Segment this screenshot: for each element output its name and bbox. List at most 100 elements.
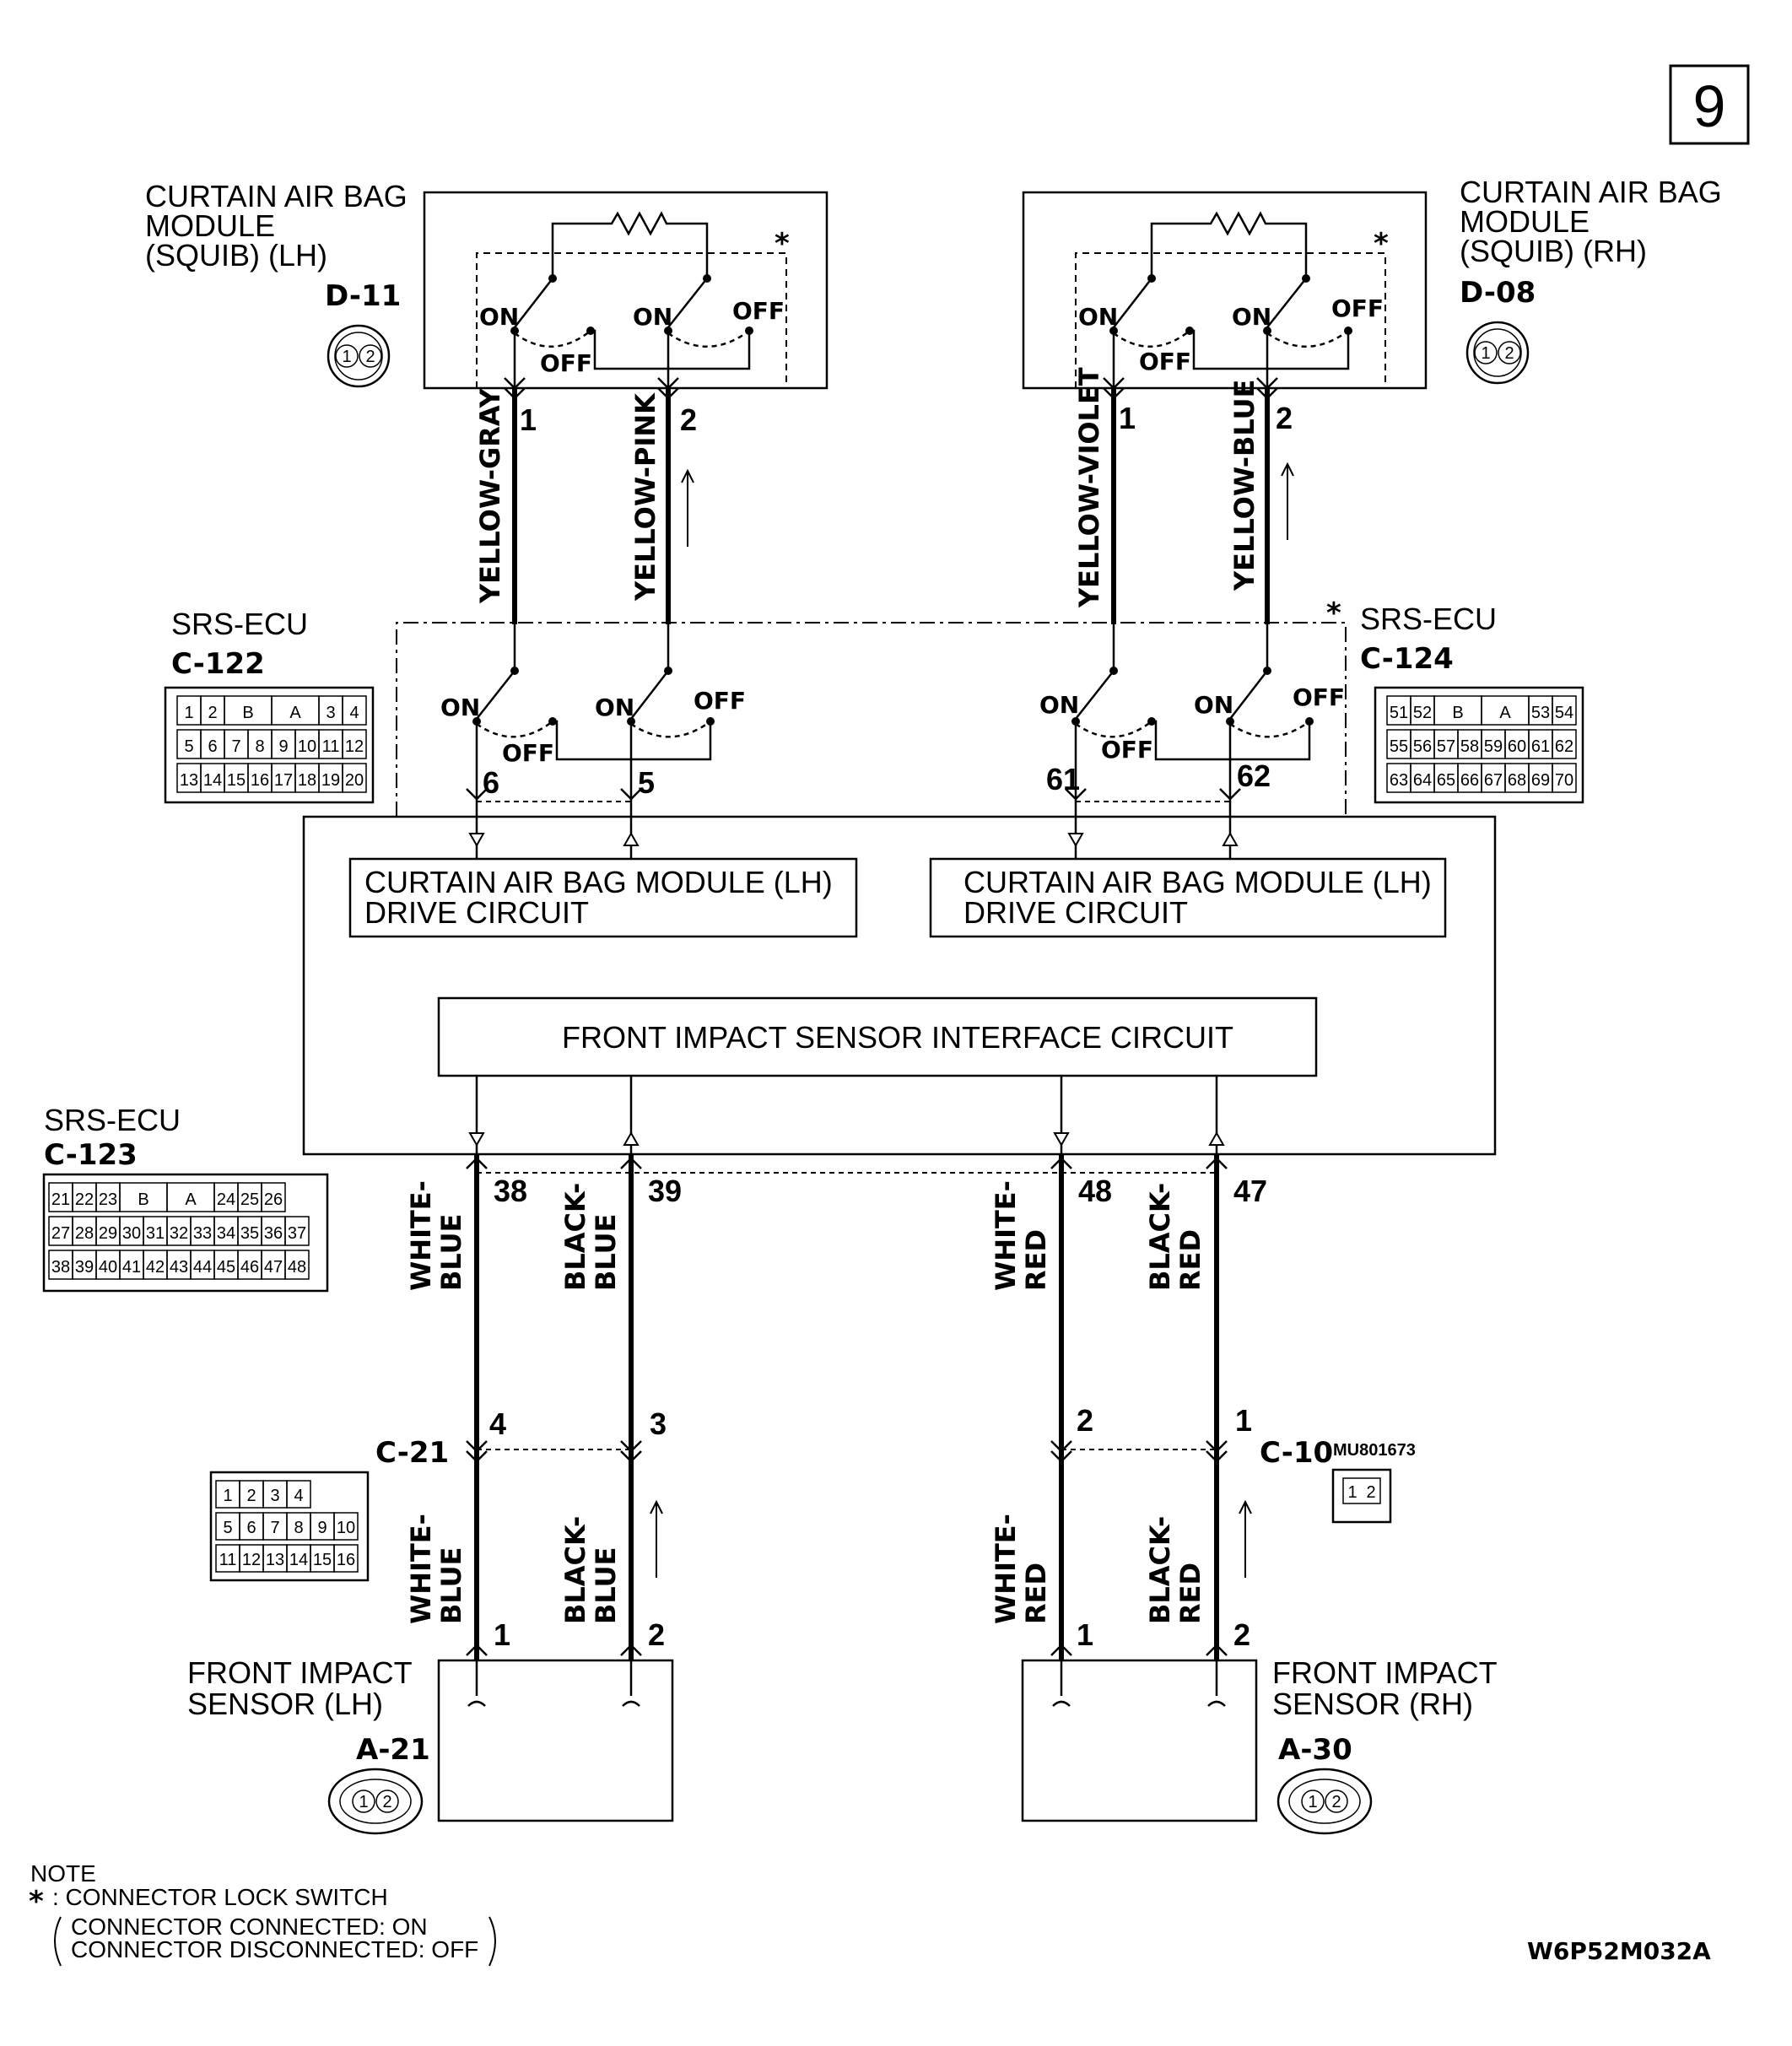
c10-connector-code: C-10 [1260, 1436, 1333, 1470]
connector-pin-label: 51 [1390, 704, 1408, 722]
connector-pin-label: 13 [266, 1551, 284, 1569]
connector-pin-label: 38 [51, 1258, 70, 1277]
connector-pin-label: 2 [382, 1793, 391, 1811]
d08-connector-code: D-08 [1460, 276, 1536, 310]
connector-cell [342, 729, 367, 759]
pin-c21-4: 4 [489, 1406, 506, 1441]
connector-pin-label: 67 [1484, 771, 1503, 790]
connector-face-inner [1473, 328, 1522, 377]
front-lh-title-2: SENSOR (LH) [187, 1687, 383, 1721]
d11-connector-code: D-11 [325, 279, 401, 313]
connector-pin-label: 54 [1555, 704, 1573, 722]
connector-pin-label: 1 [223, 1487, 232, 1505]
note-heading: NOTE [30, 1860, 96, 1887]
connector-pin-label: 8 [294, 1519, 303, 1537]
connector-face-inner [1288, 1779, 1361, 1824]
pin-c21-3: 3 [650, 1406, 667, 1441]
connector-pin-label: 13 [180, 771, 198, 790]
label-black-blue-2: BLUE [590, 1214, 622, 1291]
connector-pin-label: 8 [255, 737, 264, 756]
connector-pin-label: 17 [274, 771, 293, 790]
note-paren-left [54, 1916, 62, 1967]
pin-ecu-39: 39 [648, 1174, 682, 1208]
connector-pin-label: 31 [146, 1224, 165, 1243]
connector-pin-label: 39 [75, 1258, 94, 1277]
connector-pin-label: 48 [288, 1258, 306, 1277]
connector-pin-label: 66 [1460, 771, 1479, 790]
pin-ecu-6: 6 [483, 765, 499, 800]
connector-pin-label: 1 [1347, 1483, 1357, 1502]
connector-pin-label: 53 [1531, 704, 1550, 722]
sw-off: OFF [1331, 294, 1384, 322]
connector-pin-label: 70 [1555, 771, 1573, 790]
connector-pin-label: 64 [1413, 771, 1432, 790]
connector-pin-label: 3 [326, 704, 335, 722]
connector-pin-label: 4 [349, 704, 359, 722]
label-yellow-gray: YELLOW-GRAY [474, 387, 506, 604]
connector-cell [284, 1216, 310, 1246]
sw-off: OFF [732, 297, 785, 325]
connector-cell [333, 1544, 359, 1573]
label-white-red-1: WHITE- [990, 1180, 1022, 1291]
connector-cell [1552, 729, 1577, 759]
connector-pin-label: 60 [1508, 737, 1526, 756]
c124-connector-code: C-124 [1360, 642, 1454, 676]
connector-pin [335, 344, 359, 368]
connector-pin-label: 16 [251, 771, 269, 790]
interface-circuit-label: FRONT IMPACT SENSOR INTERFACE CIRCUIT [562, 1020, 1233, 1055]
connector-pin-label: 63 [1390, 771, 1408, 790]
connector-pin-label: 47 [264, 1258, 283, 1277]
curtain-rh-lock-frame [1075, 252, 1386, 388]
connector-pin-label: 46 [240, 1258, 259, 1277]
connector-pin-label: 18 [298, 771, 316, 790]
connector-face-outline [1331, 1468, 1392, 1524]
connector-pin-label: 61 [1531, 737, 1550, 756]
connector-pin-label: 11 [219, 1551, 237, 1569]
connector-pin [375, 1790, 399, 1813]
connector-cell [1342, 1477, 1381, 1504]
connector-face-inner [334, 332, 383, 381]
curtain-lh-box [423, 191, 829, 390]
label-yellow-blue: YELLOW-BLUE [1228, 380, 1260, 592]
front-lh-title-1: FRONT IMPACT [187, 1655, 413, 1690]
connector-pin-label: 65 [1437, 771, 1455, 790]
connector-face-outline [327, 1768, 424, 1835]
connector-pin-label: 3 [270, 1487, 279, 1505]
connector-face-outline [42, 1173, 329, 1293]
connector-face-outline [164, 686, 375, 804]
connector-pin-label: 30 [122, 1224, 141, 1243]
connector-pin-label: 42 [146, 1258, 165, 1277]
page-number-box [1669, 64, 1750, 145]
page-number: 9 [1693, 73, 1726, 139]
pin-ecu-38: 38 [494, 1174, 527, 1208]
lock-star-lh: * [775, 227, 790, 261]
connector-pin [359, 344, 382, 368]
curtain-lh-title-1: CURTAIN AIR BAG [145, 179, 408, 213]
label-white-red-2: RED [1020, 1563, 1052, 1624]
connector-face-outline [1465, 321, 1530, 385]
connector-pin-label: 52 [1413, 704, 1432, 722]
connector-pin-label: 41 [122, 1258, 141, 1277]
connector-pin [1498, 341, 1521, 364]
drive-lh-line1: CURTAIN AIR BAG MODULE (LH) [364, 865, 833, 899]
sw-on: ON [633, 303, 672, 331]
label-black-red-1: BLACK- [1144, 1516, 1176, 1624]
c122-connector-code: C-122 [171, 647, 265, 681]
lock-star-ecu: * [1326, 597, 1341, 630]
label-white-red-2: RED [1020, 1229, 1052, 1291]
connector-pin-label: 40 [99, 1258, 117, 1277]
sw-on: ON [1078, 303, 1118, 331]
connector-pin-label: 20 [345, 771, 364, 790]
curtain-rh-title-2: MODULE [1460, 204, 1590, 239]
srs-ecu-c122-title: SRS-ECU [171, 607, 308, 641]
connector-pin-label: 12 [242, 1551, 261, 1569]
connector-pin-label: 10 [337, 1519, 355, 1537]
pin-d11-2: 2 [680, 402, 697, 437]
label-yellow-violet: YELLOW-VIOLET [1073, 367, 1105, 608]
connector-face-outline [209, 1471, 370, 1582]
srs-ecu-box [302, 815, 1497, 1156]
